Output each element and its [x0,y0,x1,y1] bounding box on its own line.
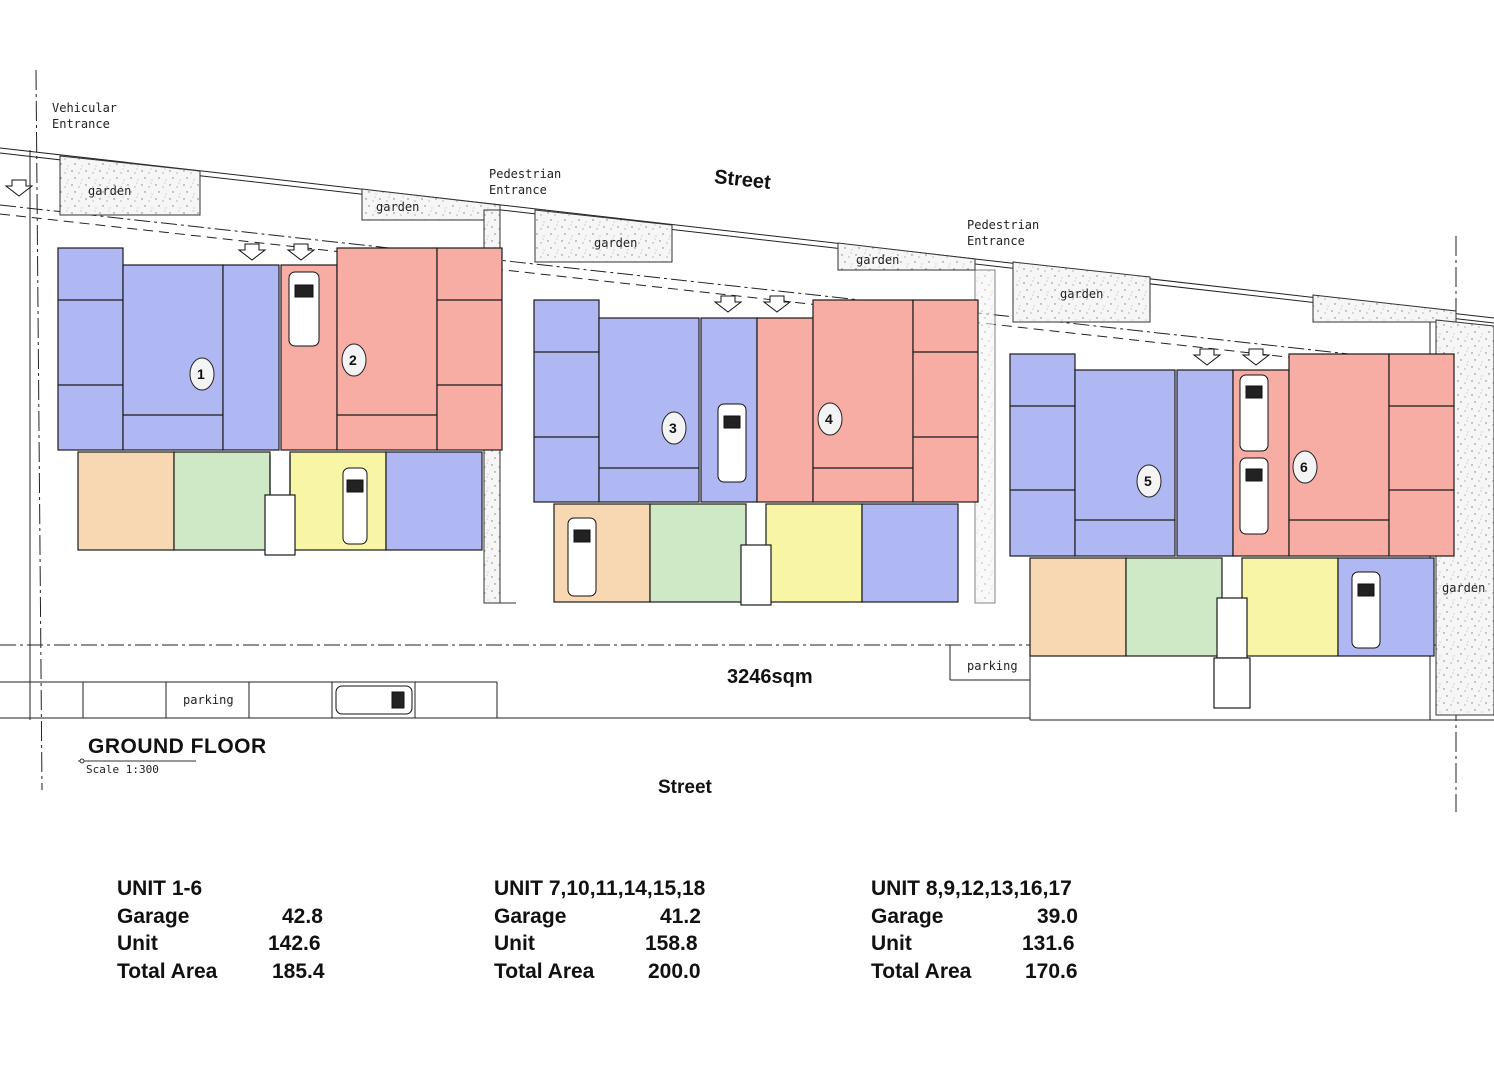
street-boundary-lines [0,69,1494,812]
garden-label: garden [856,253,900,267]
unit-number-markers [189,343,1318,498]
garden-label: garden [88,184,132,198]
area-value: 41.2 [660,904,701,928]
garden-label: garden [1442,581,1486,595]
scale-bar [78,758,196,764]
parking-label: parking [183,693,234,707]
block-3 [1009,353,1455,709]
area-table-heading: UNIT 7,10,11,14,15,18 [494,877,706,900]
street-label-bottom: Street [658,777,712,798]
area-value: 39.0 [1037,904,1078,928]
parking-label: parking [967,659,1018,673]
entry-arrow-icons [4,179,1271,366]
site-area-label: 3246sqm [727,666,813,688]
block-2 [533,299,979,606]
area-label: Garage [871,904,944,928]
garden-label: garden [594,236,638,250]
area-label: Unit [494,932,535,955]
area-value: 42.8 [282,904,323,928]
pedestrian-entrance-label: Pedestrian Entrance [489,167,562,197]
area-label: Total Area [871,959,972,983]
area-table: UNIT 8,9,12,13,16,17 Garage 39.0 Unit 131.… [871,877,1171,987]
area-label: Total Area [494,959,595,983]
area-value: 185.4 [272,959,325,983]
area-label: Garage [117,904,190,928]
area-value: 142.6 [268,932,321,955]
drawing-title: GROUND FLOOR [88,735,267,758]
area-label: Unit [117,932,158,955]
area-label: Unit [871,932,912,955]
area-value: 200.0 [648,959,701,983]
garden-label: garden [1060,287,1104,301]
unit-number: 3 [669,420,677,436]
area-table-heading: UNIT 8,9,12,13,16,17 [871,877,1072,900]
block-1 [57,247,503,556]
unit-number: 4 [825,411,833,427]
unit-number: 5 [1144,473,1152,489]
area-label: Garage [494,904,567,928]
area-value: 170.6 [1025,959,1078,983]
area-table: UNIT 1-6 Garage 42.8 Unit 142.6 Total Area… [117,877,377,987]
drawing-scale: Scale 1:300 [86,763,159,776]
area-table-heading: UNIT 1-6 [117,877,203,900]
garden-label: garden [376,200,420,214]
area-table: UNIT 7,10,11,14,15,18 Garage 41.2 Unit 158… [494,877,794,987]
area-value: 158.8 [645,932,698,955]
unit-number: 2 [349,352,357,368]
unit-number: 1 [197,366,205,382]
unit-number: 6 [1300,459,1308,475]
car-icons [288,271,1381,715]
pedestrian-entrance-label: Pedestrian Entrance [967,218,1040,248]
vehicular-entrance-label: Vehicular Entrance [52,101,118,131]
area-label: Total Area [117,959,218,983]
area-value: 131.6 [1022,932,1075,955]
